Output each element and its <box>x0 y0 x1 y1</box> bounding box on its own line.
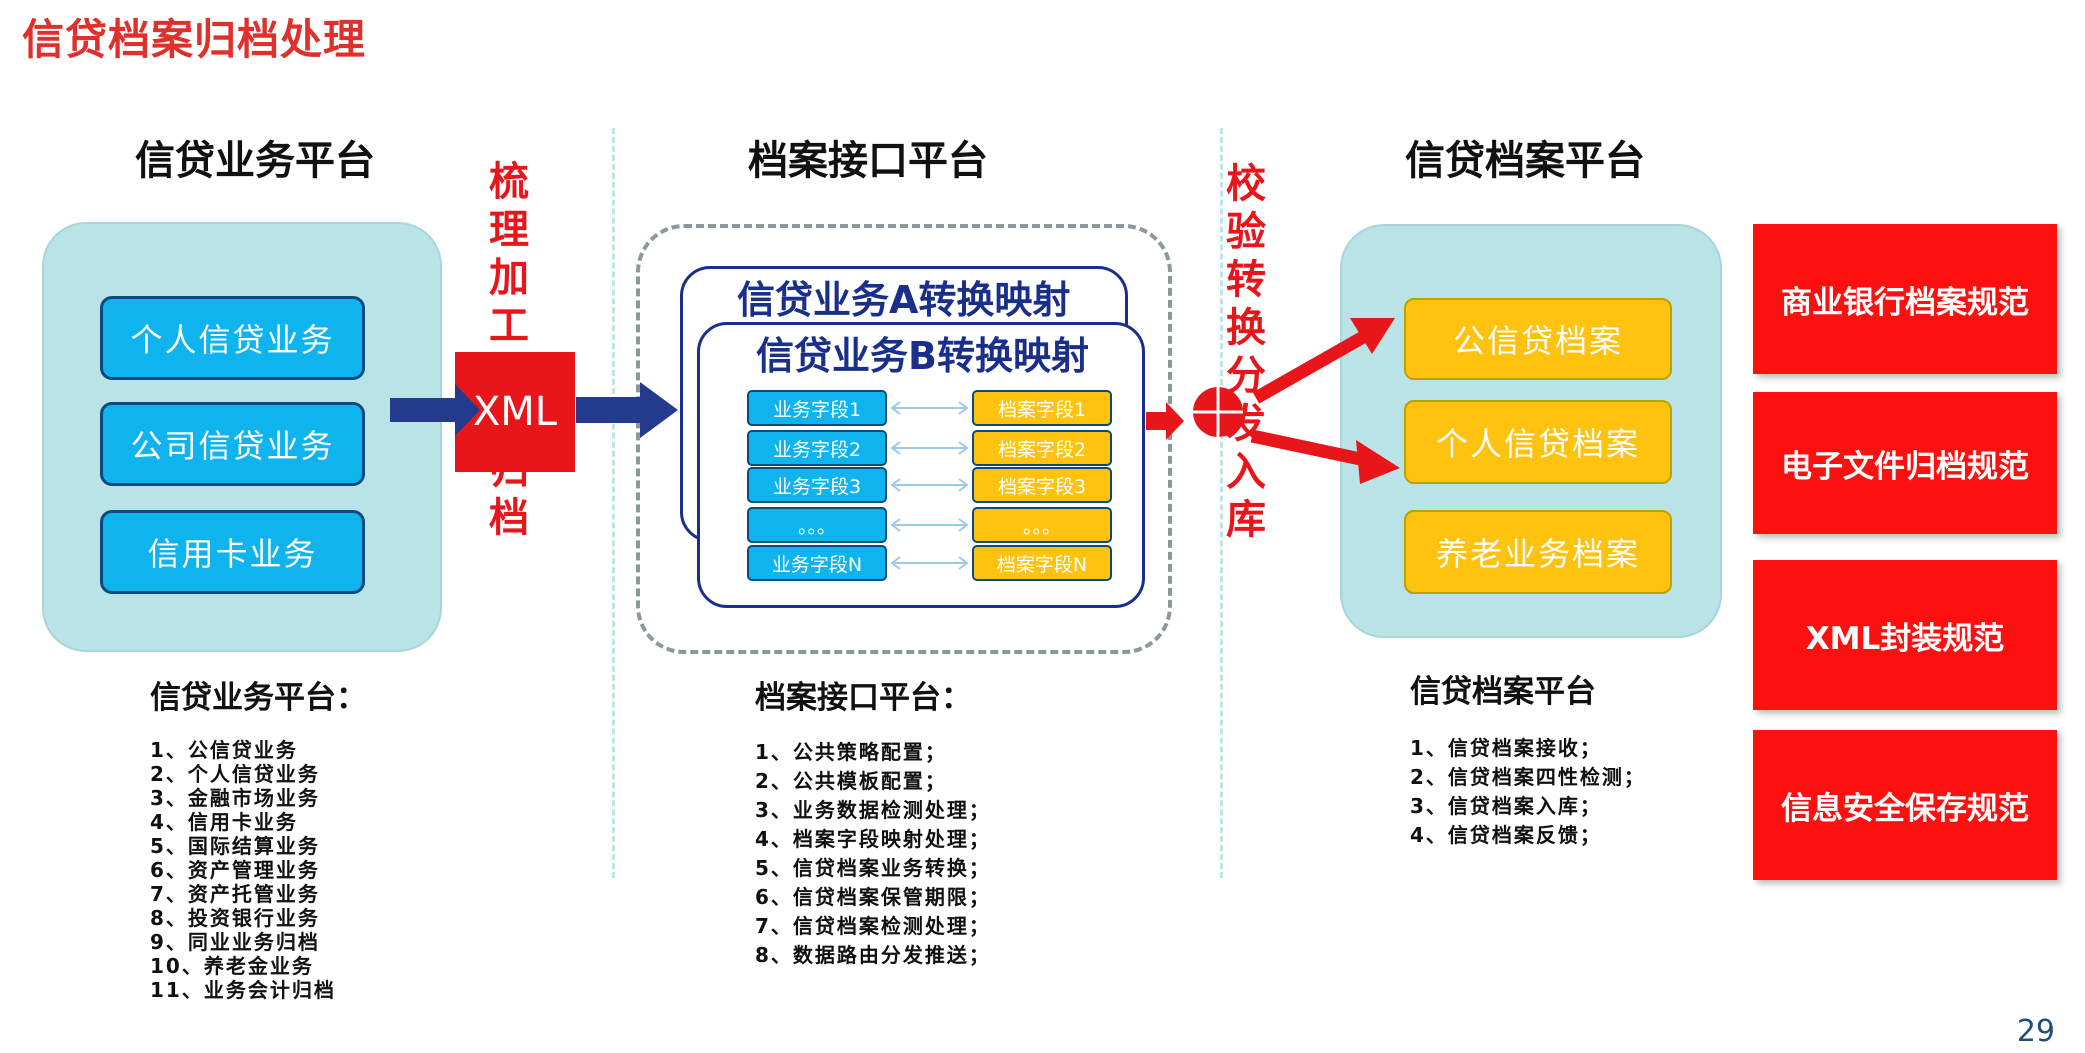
mapping-card-b-title: 信贷业务B转换映射 <box>756 334 1089 378</box>
list-item: 4、档案字段映射处理； <box>755 827 991 851</box>
list-item: 8、数据路由分发推送； <box>755 943 991 967</box>
archive-field-3: 档案字段3 <box>972 467 1112 503</box>
business-field-1: 业务字段1 <box>747 390 887 426</box>
step1-char: 加工 <box>489 255 529 349</box>
list-item: 5、国际结算业务 <box>150 834 320 858</box>
list-item: 2、公共模板配置； <box>755 769 947 793</box>
arrow-interface-to-junction <box>1146 402 1184 440</box>
arrow-junction-to-archive-top <box>1252 318 1395 404</box>
archive-list-title: 信贷档案平台 <box>1410 674 1596 710</box>
divider-right <box>1220 128 1223 878</box>
interface-platform-frame <box>636 224 1172 654</box>
step1-char: 梳理 <box>489 159 529 253</box>
list-item: 1、信贷档案接收； <box>1410 736 1602 760</box>
list-item: 4、信用卡业务 <box>150 810 298 834</box>
step2-char: 入库 <box>1226 449 1266 543</box>
archive-field-2: 档案字段2 <box>972 430 1112 466</box>
list-item: 2、个人信贷业务 <box>150 762 320 786</box>
business-list: 1、公信贷业务 2、个人信贷业务 3、金融市场业务 4、信用卡业务 5、国际结算… <box>150 738 336 1002</box>
interface-list: 1、公共策略配置； 2、公共模板配置； 3、业务数据检测处理； 4、档案字段映射… <box>755 738 991 970</box>
page-number: 29 <box>2016 1014 2055 1049</box>
business-item-personal-credit[interactable]: 个人信贷业务 <box>100 296 365 380</box>
spec-electronic-file[interactable]: 电子文件归档规范 <box>1753 392 2057 534</box>
step2-char: 校验 <box>1226 161 1266 255</box>
list-item: 8、投资银行业务 <box>150 906 320 930</box>
list-item: 1、公信贷业务 <box>150 738 298 762</box>
list-item: 7、信贷档案检测处理； <box>755 914 991 938</box>
page-title: 信贷档案归档处理 <box>22 15 367 64</box>
list-item: 4、信贷档案反馈； <box>1410 823 1602 847</box>
mapping-card-a-title: 信贷业务A转换映射 <box>737 278 1071 322</box>
field-mapping-connectors <box>890 401 969 570</box>
list-item: 1、公共策略配置； <box>755 740 947 764</box>
arrow-business-to-xml <box>390 384 480 436</box>
list-item: 3、业务数据检测处理； <box>755 798 991 822</box>
spec-xml-encapsulation[interactable]: XML封装规范 <box>1753 560 2057 710</box>
header-business-platform: 信贷业务平台 <box>135 138 375 184</box>
arrow-xml-to-interface <box>576 382 678 438</box>
business-list-title: 信贷业务平台： <box>150 680 367 716</box>
list-item: 9、同业业务归档 <box>150 930 320 954</box>
business-field-ellipsis: 。。。 <box>747 507 887 543</box>
list-item: 6、资产管理业务 <box>150 858 320 882</box>
arrow-junction-to-archive-bottom <box>1250 429 1400 484</box>
list-item: 2、信贷档案四性检测； <box>1410 765 1646 789</box>
interface-list-title: 档案接口平台： <box>755 680 972 716</box>
header-interface-platform: 档案接口平台 <box>748 138 988 184</box>
spec-info-security[interactable]: 信息安全保存规范 <box>1753 730 2057 880</box>
header-archive-platform: 信贷档案平台 <box>1405 138 1645 184</box>
list-item: 7、资产托管业务 <box>150 882 320 906</box>
business-field-3: 业务字段3 <box>747 467 887 503</box>
list-item: 5、信贷档案业务转换； <box>755 856 991 880</box>
step2-char: 转换 <box>1226 257 1266 351</box>
business-item-corporate-credit[interactable]: 公司信贷业务 <box>100 402 365 486</box>
archive-field-ellipsis: 。。。 <box>972 507 1112 543</box>
list-item: 10、养老金业务 <box>150 954 314 978</box>
archive-list: 1、信贷档案接收； 2、信贷档案四性检测； 3、信贷档案入库； 4、信贷档案反馈… <box>1410 734 1646 850</box>
archive-field-n: 档案字段N <box>972 545 1112 581</box>
list-item: 6、信贷档案保管期限； <box>755 885 991 909</box>
business-item-credit-card[interactable]: 信用卡业务 <box>100 510 365 594</box>
business-field-2: 业务字段2 <box>747 430 887 466</box>
list-item: 11、业务会计归档 <box>150 978 336 1002</box>
archive-field-1: 档案字段1 <box>972 390 1112 426</box>
archive-item-pension[interactable]: 养老业务档案 <box>1404 510 1672 594</box>
spec-commercial-bank[interactable]: 商业银行档案规范 <box>1753 224 2057 374</box>
archive-item-corporate[interactable]: 公信贷档案 <box>1404 298 1672 380</box>
list-item: 3、金融市场业务 <box>150 786 320 810</box>
archive-item-personal[interactable]: 个人信贷档案 <box>1404 400 1672 484</box>
divider-left <box>612 128 615 878</box>
business-field-n: 业务字段N <box>747 545 887 581</box>
list-item: 3、信贷档案入库； <box>1410 794 1602 818</box>
